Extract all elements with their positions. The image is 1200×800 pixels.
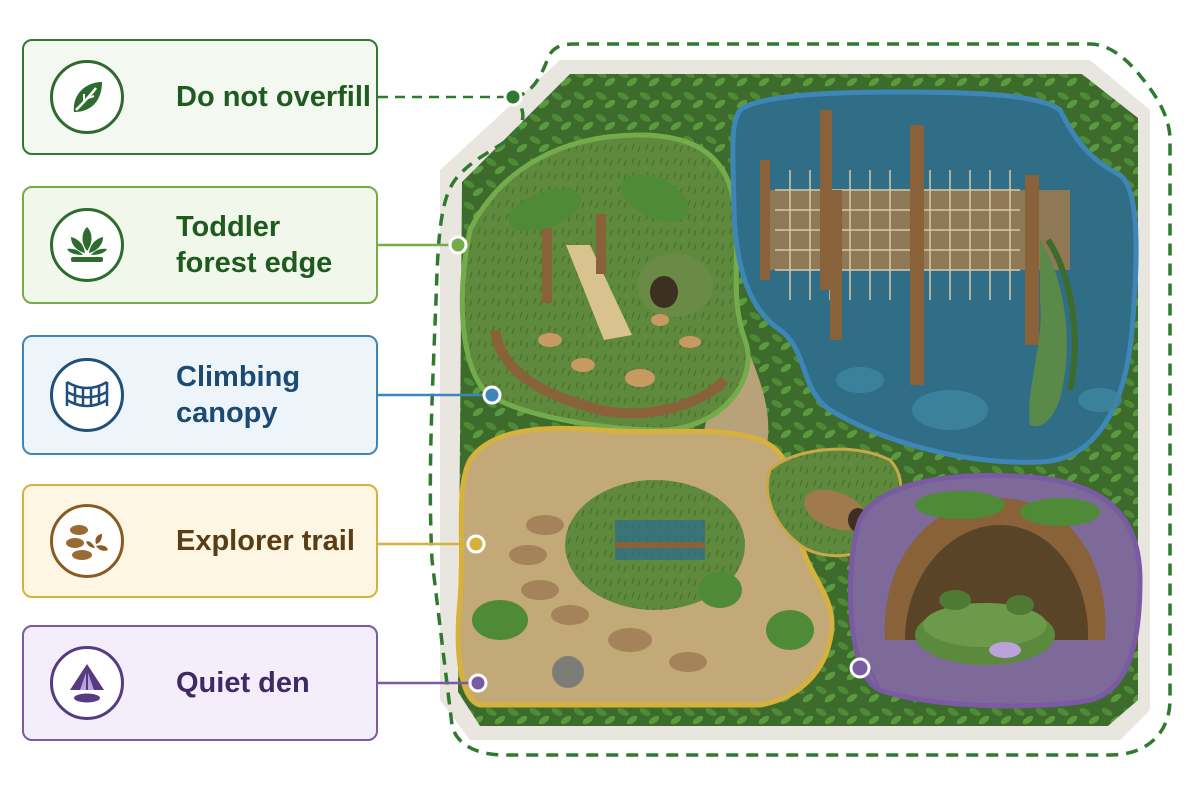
legend-card-do-not-overfill: Do not overfill: [22, 39, 378, 155]
zone-climbing-canopy: [730, 89, 1139, 465]
zone-quiet-den: [848, 472, 1143, 709]
legend-card-quiet-den: Quiet den: [22, 625, 378, 741]
dot-trail: [466, 534, 486, 554]
overfill-boundary: [428, 42, 1172, 757]
connector-dots: [448, 87, 871, 693]
legend-label-climbing-canopy: Climbing canopy: [176, 361, 301, 429]
dot-den-zone: [849, 657, 871, 679]
dot-forest: [448, 235, 468, 255]
legend-label-quiet-den: Quiet den: [176, 667, 310, 699]
legend-card-toddler-forest-edge: Toddler forest edge: [22, 186, 378, 304]
tent-icon: [50, 646, 124, 720]
legend-label-explorer-trail: Explorer trail: [176, 525, 355, 557]
legend-card-explorer-trail: Explorer trail: [22, 484, 378, 598]
dot-canopy: [482, 385, 502, 405]
plant-sprout-icon: [50, 208, 124, 282]
dot-den: [468, 673, 488, 693]
legend-label-do-not-overfill: Do not overfill: [176, 81, 371, 113]
stepping-stones-icon: [50, 504, 124, 578]
dot-overfill: [503, 87, 523, 107]
connector-lines: [378, 95, 882, 691]
legend-card-climbing-canopy: Climbing canopy: [22, 335, 378, 455]
leaf-icon: [50, 60, 124, 134]
legend-label-toddler-forest-edge: Toddler forest edge: [176, 211, 333, 279]
rope-net-icon: [50, 358, 124, 432]
zone-toddler-forest-edge: [459, 132, 751, 433]
zone-explorer-trail: [455, 425, 835, 708]
